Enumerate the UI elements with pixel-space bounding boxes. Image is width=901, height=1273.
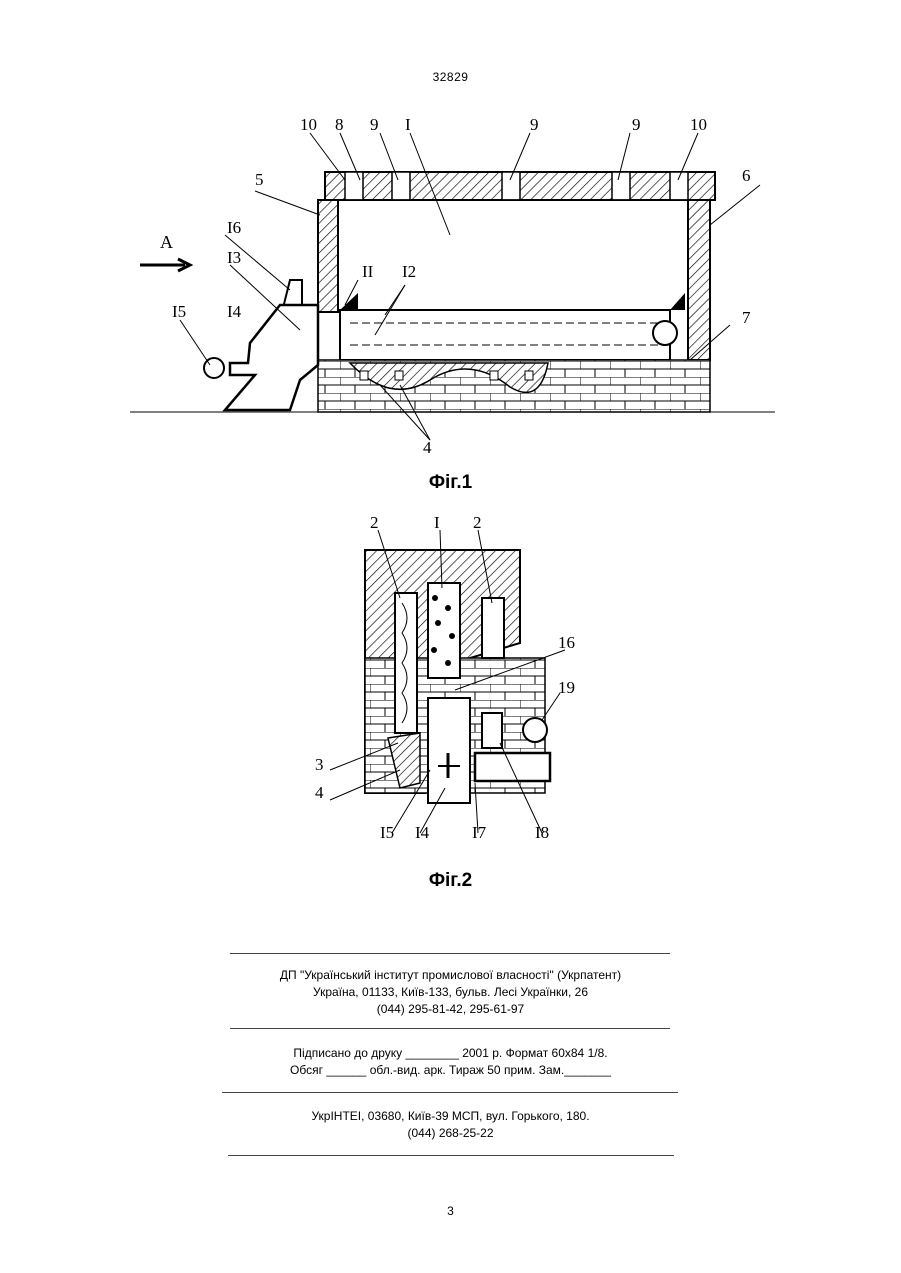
publisher-block: ДП "Український інститут промислової вла… — [0, 967, 901, 1018]
callout-6: 6 — [742, 166, 751, 185]
fig2-callout-18: I8 — [535, 823, 549, 842]
document-number: 32829 — [0, 70, 901, 84]
callout-11: II — [362, 262, 374, 281]
fig2-callout-16: 16 — [558, 633, 575, 652]
publisher-address: Україна, 01133, Київ-133, бульв. Лесі Ук… — [0, 984, 901, 1001]
callout-13: I3 — [227, 248, 241, 267]
printer-block: УкрІНТЕІ, 03680, Київ-39 МСП, вул. Горьк… — [0, 1108, 901, 1142]
callout-10a: 10 — [300, 115, 317, 134]
figure-1-caption: Фіг.1 — [0, 472, 901, 494]
callout-9a: 9 — [370, 115, 379, 134]
divider — [222, 1092, 678, 1093]
fig2-callout-2a: 2 — [370, 513, 379, 532]
page-number: 3 — [0, 1204, 901, 1218]
divider — [230, 1028, 670, 1029]
callout-7: 7 — [742, 308, 751, 327]
callout-12: I2 — [402, 262, 416, 281]
fig2-callout-15: I5 — [380, 823, 394, 842]
callout-9b: 9 — [530, 115, 539, 134]
fig2-callout-3: 3 — [315, 755, 324, 774]
callout-9c: 9 — [632, 115, 641, 134]
fig2-callout-14: I4 — [415, 823, 430, 842]
fig2-callout-19: 19 — [558, 678, 575, 697]
print-info-block: Підписано до друку ________ 2001 р. Форм… — [0, 1045, 901, 1079]
callout-10b: 10 — [690, 115, 707, 134]
publisher-name: ДП "Український інститут промислової вла… — [0, 967, 901, 984]
callout-16: I6 — [227, 218, 241, 237]
print-signed-line: Підписано до друку ________ 2001 р. Форм… — [0, 1045, 901, 1062]
figure-2-drawing: 2 I 2 16 19 3 4 I5 I4 I7 I8 — [310, 508, 590, 853]
publisher-phone: (044) 295-81-42, 295-61-97 — [0, 1001, 901, 1018]
callout-4: 4 — [423, 438, 432, 457]
callout-14: I4 — [227, 302, 242, 321]
printer-address: УкрІНТЕІ, 03680, Київ-39 МСП, вул. Горьк… — [0, 1108, 901, 1125]
arrow-a-label: A — [160, 232, 173, 252]
print-volume-line: Обсяг ______ обл.-вид. арк. Тираж 50 при… — [0, 1062, 901, 1079]
figure-2-caption: Фіг.2 — [0, 870, 901, 892]
divider — [230, 953, 670, 954]
printer-phone: (044) 268-25-22 — [0, 1125, 901, 1142]
callout-8: 8 — [335, 115, 344, 134]
fig2-callout-17: I7 — [472, 823, 487, 842]
fig2-callout-4: 4 — [315, 783, 324, 802]
callout-5: 5 — [255, 170, 264, 189]
fig2-callout-2b: 2 — [473, 513, 482, 532]
callout-1: I — [405, 115, 411, 134]
fig2-callout-1: I — [434, 513, 440, 532]
divider — [228, 1155, 674, 1156]
callout-15: I5 — [172, 302, 186, 321]
figure-1-drawing: A 10 8 9 I 9 9 10 5 6 I6 I3 II I2 I5 I4 … — [130, 105, 775, 465]
